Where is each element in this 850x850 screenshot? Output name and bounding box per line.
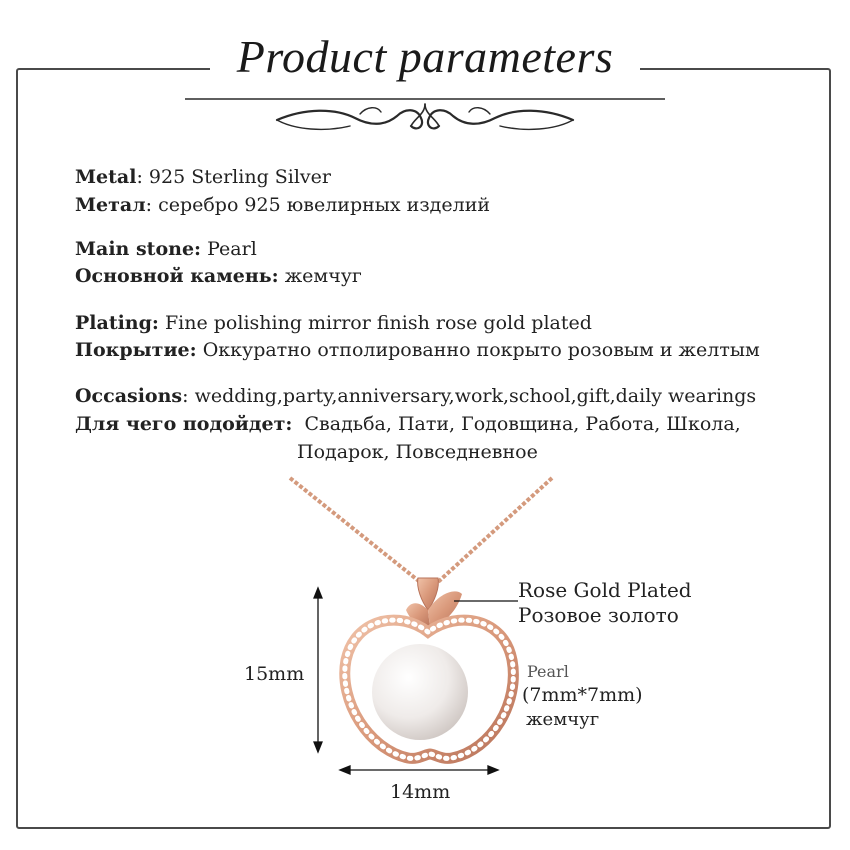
param-stone-ru: Основной камень: жемчуг: [75, 264, 362, 288]
param-label: Метал: [75, 194, 146, 216]
param-label: Покрытие:: [75, 339, 197, 361]
title-mask: [210, 58, 640, 82]
param-stone-en: Main stone: Pearl: [75, 237, 257, 261]
param-label: Occasions: [75, 385, 183, 407]
param-label: Для чего подойдет:: [75, 413, 293, 435]
param-value: Свадьба, Пати, Годовщина, Работа, Школа,: [304, 413, 741, 435]
param-label: Plating:: [75, 312, 159, 334]
flourish-divider-icon: [185, 98, 665, 131]
param-value: wedding,party,anniversary,work,school,gi…: [194, 385, 757, 407]
annotation-plating-en: Rose Gold Plated: [518, 578, 692, 602]
page-title: Product parameters: [236, 31, 614, 82]
param-label: Основной камень:: [75, 265, 279, 287]
dimension-width-label: 14mm: [390, 781, 451, 803]
annotation-pearl-size: (7mm*7mm): [522, 684, 643, 706]
param-occasions-en: Occasions: wedding,party,anniversary,wor…: [75, 385, 757, 407]
param-value: серебро 925 ювелирных изделий: [158, 194, 491, 216]
annotation-pearl-en: Pearl: [527, 662, 569, 681]
annotation-pearl-ru: жемчуг: [526, 709, 600, 730]
param-metal-ru: Метал: серебро 925 ювелирных изделий: [75, 194, 491, 216]
apple-pendant-icon: [288, 476, 554, 775]
param-value: Оккуратно отполированно покрыто розовым …: [202, 339, 760, 361]
param-plating-en: Plating: Fine polishing mirror finish ro…: [75, 311, 592, 335]
param-value: жемчуг: [284, 265, 362, 287]
param-value: Pearl: [207, 238, 257, 260]
param-label: Main stone:: [75, 238, 202, 260]
param-label: Metal: [75, 166, 137, 188]
annotation-plating-ru: Розовое золото: [518, 603, 679, 627]
param-metal-en: Metal: 925 Sterling Silver: [75, 166, 331, 188]
dimension-height-label: 15mm: [244, 663, 305, 685]
param-occasions-ru: Для чего подойдет: Свадьба, Пати, Годовщ…: [75, 412, 741, 436]
param-plating-ru: Покрытие: Оккуратно отполированно покрыт…: [75, 338, 760, 362]
param-value: Подарок, Повседневное: [297, 441, 538, 463]
param-occasions-ru-cont: Подарок, Повседневное: [297, 440, 538, 464]
param-value: 925 Sterling Silver: [148, 166, 331, 188]
param-value: Fine polishing mirror finish rose gold p…: [164, 312, 592, 334]
